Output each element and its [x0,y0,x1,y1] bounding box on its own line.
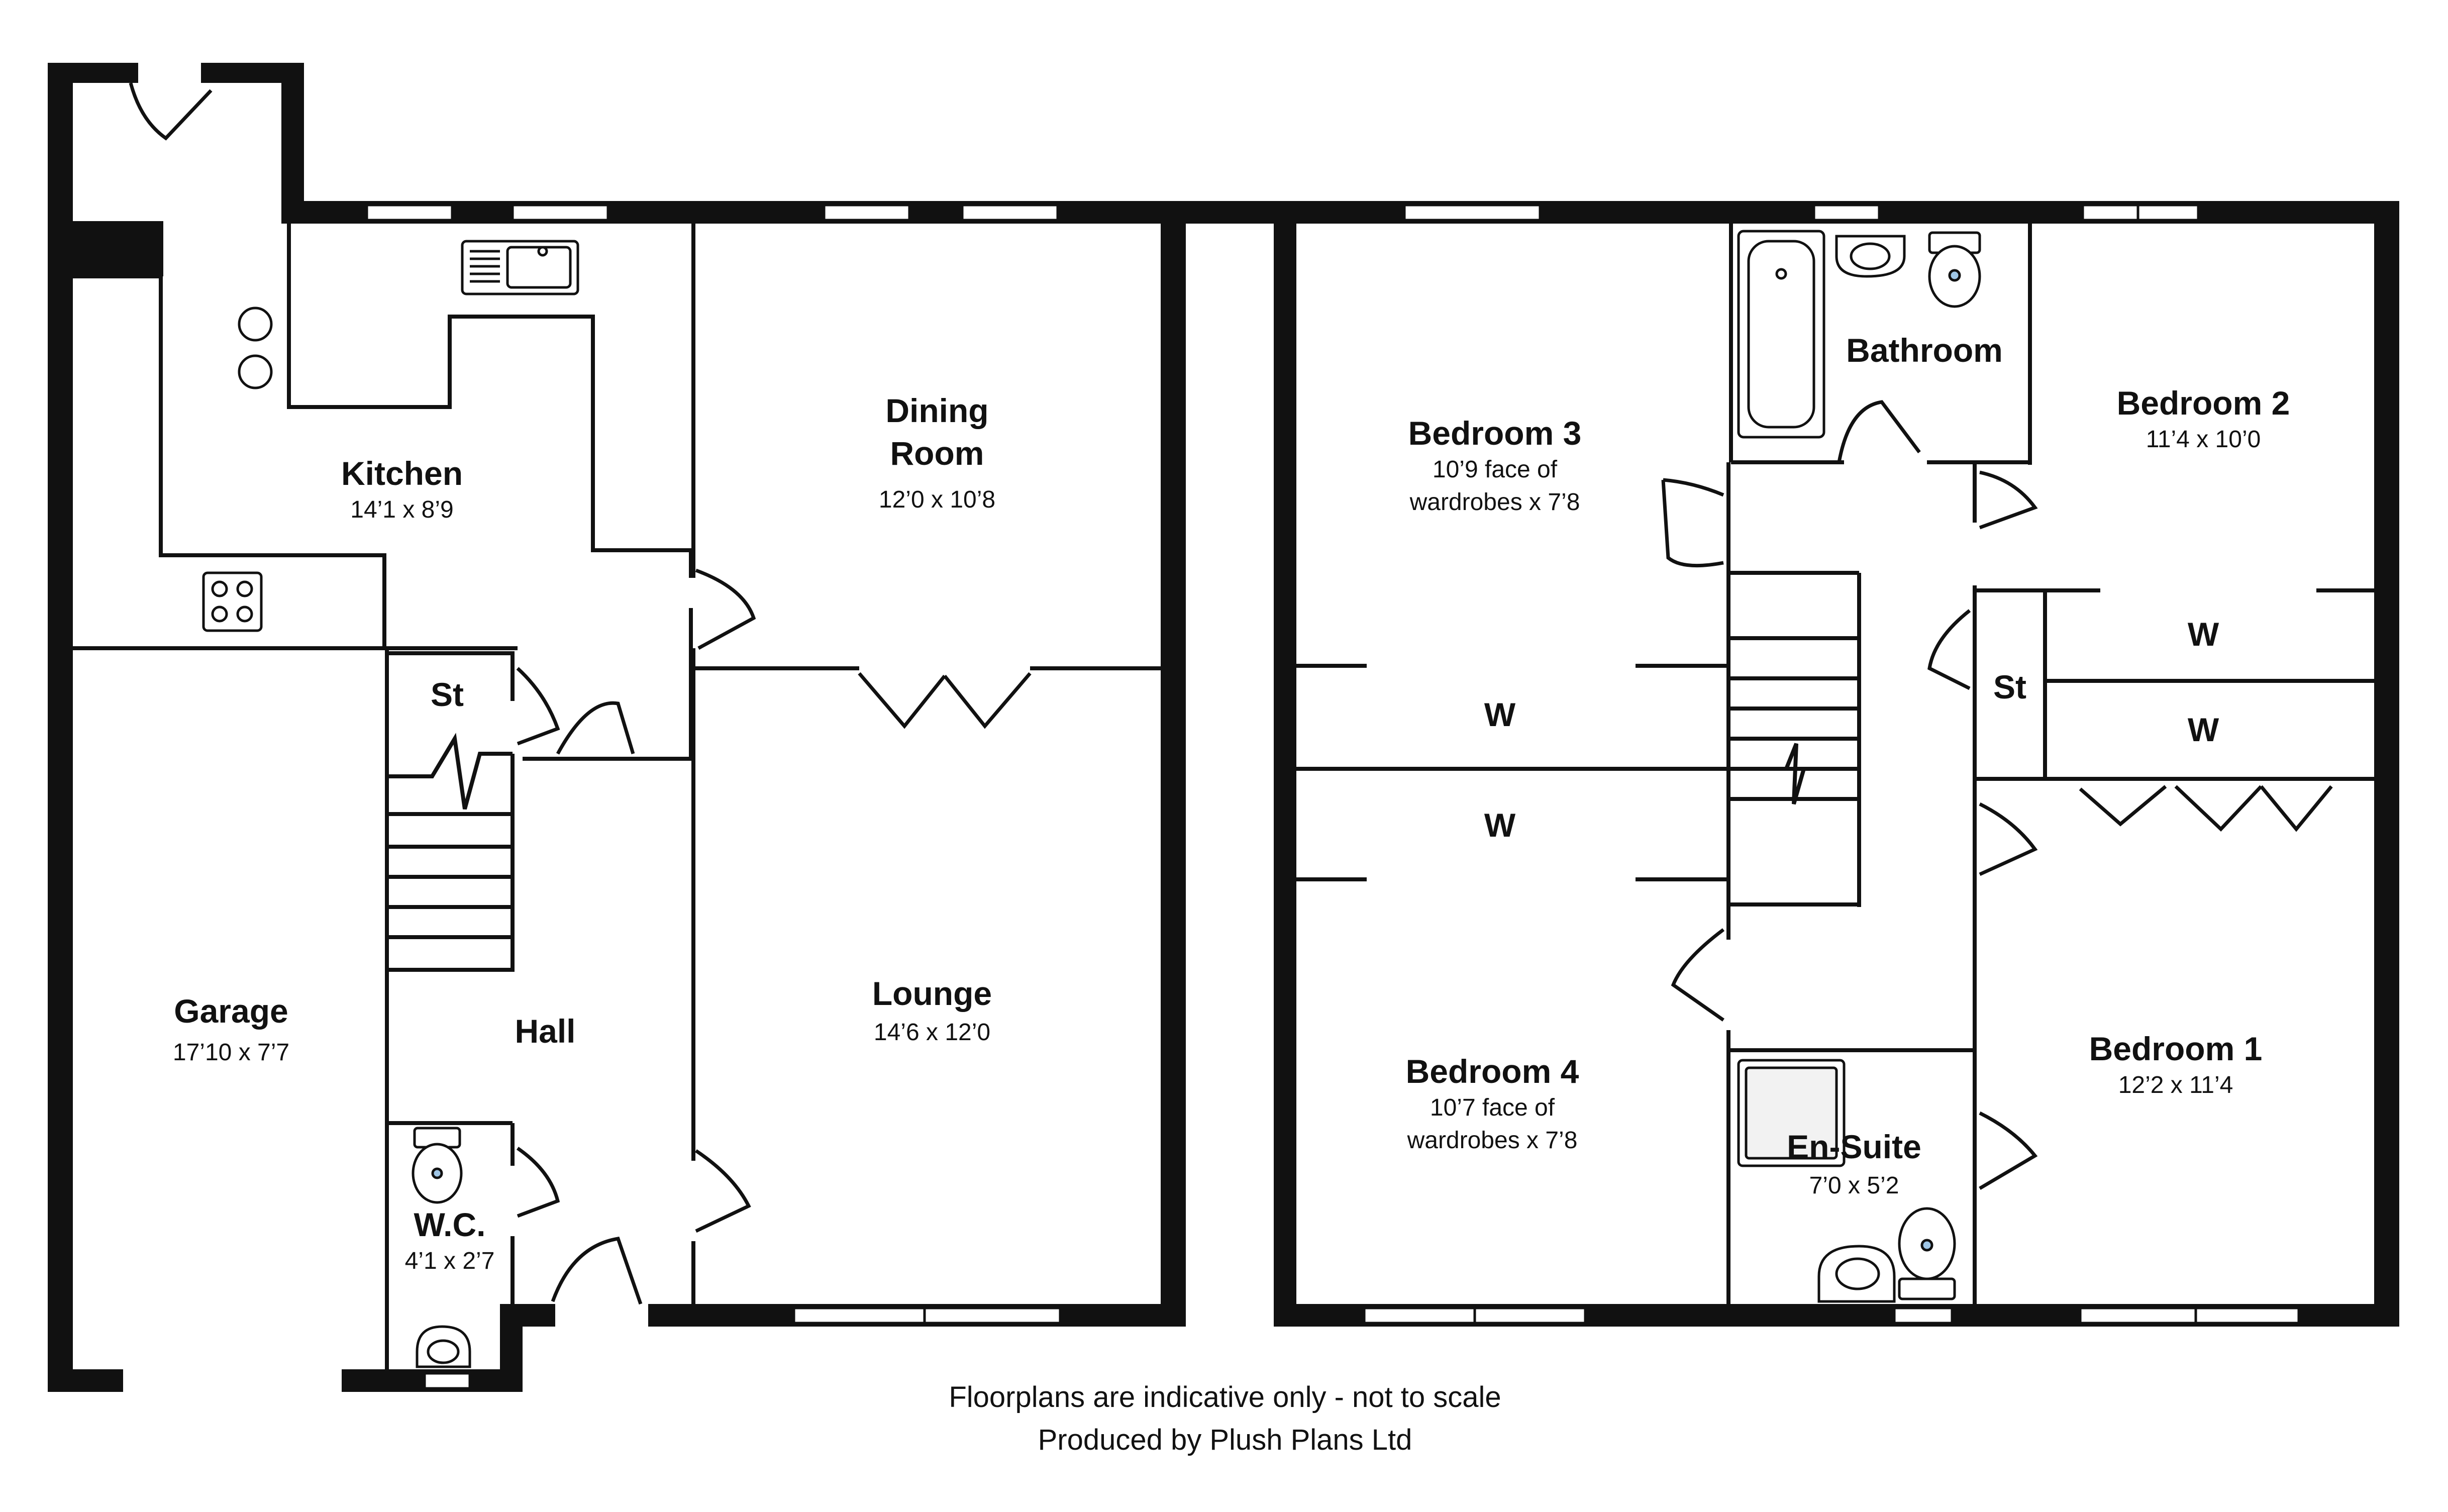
kitchen-dims: 14’1 x 8’9 [350,496,453,523]
door-swing [858,672,946,729]
wall [1161,201,1186,1327]
bedroom4-name: Bedroom 4 [1406,1053,1579,1090]
hob [202,571,263,632]
bedroom4-dims-1: 10’7 face of [1430,1094,1555,1121]
window [1403,204,1542,222]
bedroom2-name: Bedroom 2 [2117,384,2290,422]
door-swing [517,1147,560,1218]
footer-disclaimer: Floorplans are indicative only - not to … [949,1381,1501,1414]
bedroom1-dims: 12’2 x 11’4 [2118,1072,2233,1098]
room-labels: Kitchen 14’1 x 8’9 Dining Room 12’0 x 10… [173,332,2290,1274]
window [2194,1306,2300,1325]
door-swing [1979,470,2038,530]
ensuite-dims: 7’0 x 5’2 [1809,1172,1899,1199]
window [2081,204,2139,222]
ensuite-name: En-Suite [1787,1128,1921,1165]
bathroom-name: Bathroom [1846,332,2003,369]
wardrobe-b2-lower: W [2188,711,2219,748]
chimney-breast [73,221,163,276]
bedroom1-name: Bedroom 1 [2089,1030,2263,1067]
lounge-dims: 14’6 x 12’0 [874,1019,990,1046]
door-swing [1979,1111,2038,1190]
wardrobe-b2-upper: W [2188,616,2219,653]
store-name: St [431,676,464,713]
kitchen-name: Kitchen [341,455,463,492]
first-floor-internal-walls [1296,224,2374,1306]
window [792,1306,926,1325]
lounge-name: Lounge [872,975,992,1012]
door-swing [1671,928,1725,1022]
ground-floor-fixtures [202,240,579,1368]
bedroom3-dims-1: 10’9 face of [1433,456,1558,483]
door-swing [695,1149,751,1233]
bedroom3-name: Bedroom 3 [1408,415,1582,452]
wall [48,63,138,83]
wall [48,63,73,1392]
garage-name: Garage [174,992,288,1030]
wall [500,1304,555,1327]
window [365,204,454,222]
ground-floor-plan [48,63,1688,1392]
door-swing [551,1237,643,1305]
first-floor-doors [1661,400,2333,1190]
window [1473,1306,1587,1325]
toilet-cistern [1898,1277,1956,1300]
window [511,204,609,222]
window [2079,1306,2197,1325]
wall [281,63,304,224]
window [1812,204,1881,222]
door-swing [695,568,756,650]
door-swing [1927,609,1971,690]
window [1893,1306,1954,1325]
bedroom3-dims-2: wardrobes x 7’8 [1409,489,1580,516]
dining-name-2: Room [890,435,984,472]
dining-name-1: Dining [885,392,988,429]
bedroom4-dims-2: wardrobes x 7’8 [1407,1127,1578,1154]
washer-circle [238,307,273,342]
washer-circle [238,354,273,389]
wall [1274,201,1296,1327]
store-first-floor: St [1993,668,2026,705]
wc-name: W.C. [414,1206,486,1243]
footer-producer: Produced by Plush Plans Ltd [1038,1424,1412,1456]
first-floor-plan [1274,201,2399,1327]
door-swing [556,701,635,755]
window [423,1372,471,1390]
door-swing [1979,802,2038,876]
garage-dims: 17’10 x 7’7 [173,1039,289,1066]
door-swing [1837,400,1921,463]
dining-dims: 12’0 x 10’8 [879,486,995,513]
door-swing [2079,785,2167,827]
first-floor-fixtures [1737,230,1981,1303]
wc-dims: 4’1 x 2’7 [405,1248,495,1274]
window [923,1306,1062,1325]
ground-floor-doors [129,82,1032,1305]
door-swing [516,667,560,746]
wall [48,1369,123,1392]
window [823,204,911,222]
window [961,204,1059,222]
ground-floor-internal-walls [73,224,1161,1372]
door-swing [943,672,1032,729]
bedroom2-dims: 11’4 x 10’0 [2146,426,2261,453]
door-swing [2260,785,2333,832]
wardrobe-b4: W [1484,807,1516,844]
wall [2374,201,2399,1327]
window [1363,1306,1476,1325]
door-swing [1663,478,1724,497]
wardrobe-b3: W [1484,696,1516,733]
window [2136,204,2200,222]
hall-name: Hall [515,1013,575,1050]
door-swing [1661,479,1724,568]
footer: Floorplans are indicative only - not to … [949,1381,1501,1456]
door-swing [2174,785,2263,832]
door-swing [129,82,213,141]
